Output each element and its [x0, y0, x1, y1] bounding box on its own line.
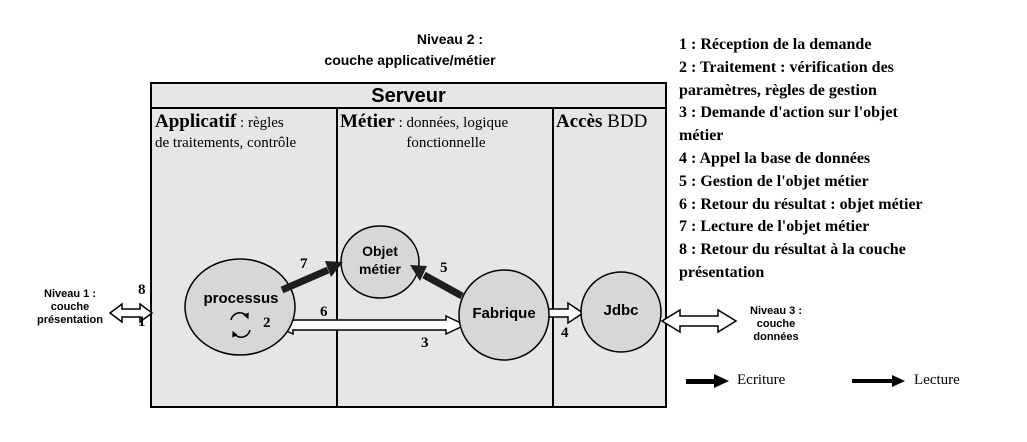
processus-label: processus [203, 290, 279, 307]
acces-label: Accès [556, 111, 603, 132]
step-number-6: 6 [320, 304, 328, 320]
fabrique-node [458, 269, 550, 361]
niveau1-line1: Niveau 1 : [44, 288, 96, 300]
applicatif-label: Applicatif [155, 111, 237, 132]
step-list-item: paramètres, règles de gestion [679, 81, 877, 99]
jdbc-node [580, 271, 662, 353]
acces-header: Accès BDD [556, 111, 647, 133]
niveau2-line1: Niveau 2 : [416, 31, 484, 47]
niveau3-line1: Niveau 3 : [750, 305, 802, 317]
step-number-1: 1 [138, 314, 146, 330]
step-list-item: présentation [679, 263, 765, 281]
objet-label-line2: métier [358, 261, 402, 277]
arrow-read-processus-objet [280, 266, 330, 294]
arrowhead-5 [410, 265, 427, 281]
niveau2-title: Niveau 2 : [370, 31, 530, 48]
bidirectional-arrow-presentation [108, 302, 154, 324]
acces-desc: BDD [602, 111, 648, 132]
niveau2-line2: couche applicative/métier [324, 52, 496, 68]
legend-read-label: Lecture [914, 372, 960, 388]
step-list-item: 7 : Lecture de l'objet métier [679, 218, 870, 236]
niveau3-line3: données [753, 331, 799, 343]
metier-header: Métier : données, logique [340, 111, 508, 134]
step-number-3: 3 [421, 335, 429, 351]
step-list-item: 5 : Gestion de l'objet métier [679, 172, 869, 190]
serveur-title: Serveur [371, 85, 446, 107]
applicatif-desc: : règles [236, 115, 284, 131]
arrowhead-7 [325, 261, 343, 277]
step-number-7: 7 [300, 256, 308, 272]
niveau3-label: Niveau 3 : couche données [728, 305, 824, 344]
step-number-5: 5 [440, 260, 448, 276]
step-list-item: 4 : Appel la base de données [679, 149, 871, 167]
step-list-item: 2 : Traitement : vérification des [679, 58, 894, 76]
applicatif-header: Applicatif : règles [155, 111, 284, 134]
step-list-item: 8 : Retour du résultat à la couche [679, 241, 906, 259]
step-list-item: 3 : Demande d'action sur l'objet [679, 104, 898, 122]
arrow-write-fabrique-objet [422, 271, 464, 300]
step-list-item: 1 : Réception de la demande [679, 36, 872, 53]
metier-desc-line2: fonctionnelle [406, 135, 486, 151]
metier-desc: : données, logique [394, 115, 509, 131]
legend-read-arrow [852, 375, 905, 387]
step-list-item: 6 : Retour du résultat : objet métier [679, 195, 923, 213]
legend-write-label: Ecriture [737, 372, 786, 388]
arrow-fabrique-to-jdbc [547, 301, 585, 325]
step-number-8: 8 [138, 282, 146, 298]
bidirectional-arrow-data-layer [660, 308, 738, 334]
step-number-4: 4 [561, 325, 569, 341]
objet-label-line1: Objet [362, 243, 398, 259]
step-list: 1 : Réception de la demande 2 : Traiteme… [679, 34, 923, 285]
refresh-icon [230, 312, 251, 338]
processus-node [184, 258, 296, 356]
niveau1-line3: présentation [36, 314, 103, 326]
niveau1-label: Niveau 1 : couche présentation [28, 288, 112, 327]
niveau1-line2: couche [50, 301, 90, 313]
step-number-2: 2 [263, 315, 271, 331]
niveau2-subtitle: couche applicative/métier [290, 52, 530, 69]
jdbc-label: Jdbc [603, 302, 639, 319]
step-list-item: métier [679, 127, 724, 145]
fabrique-label: Fabrique [472, 305, 536, 322]
niveau3-line2: couche [756, 318, 796, 330]
applicatif-desc-line2: de traitements, contrôle [155, 135, 297, 151]
metier-label: Métier [340, 111, 395, 132]
legend-write-arrow [686, 374, 729, 388]
